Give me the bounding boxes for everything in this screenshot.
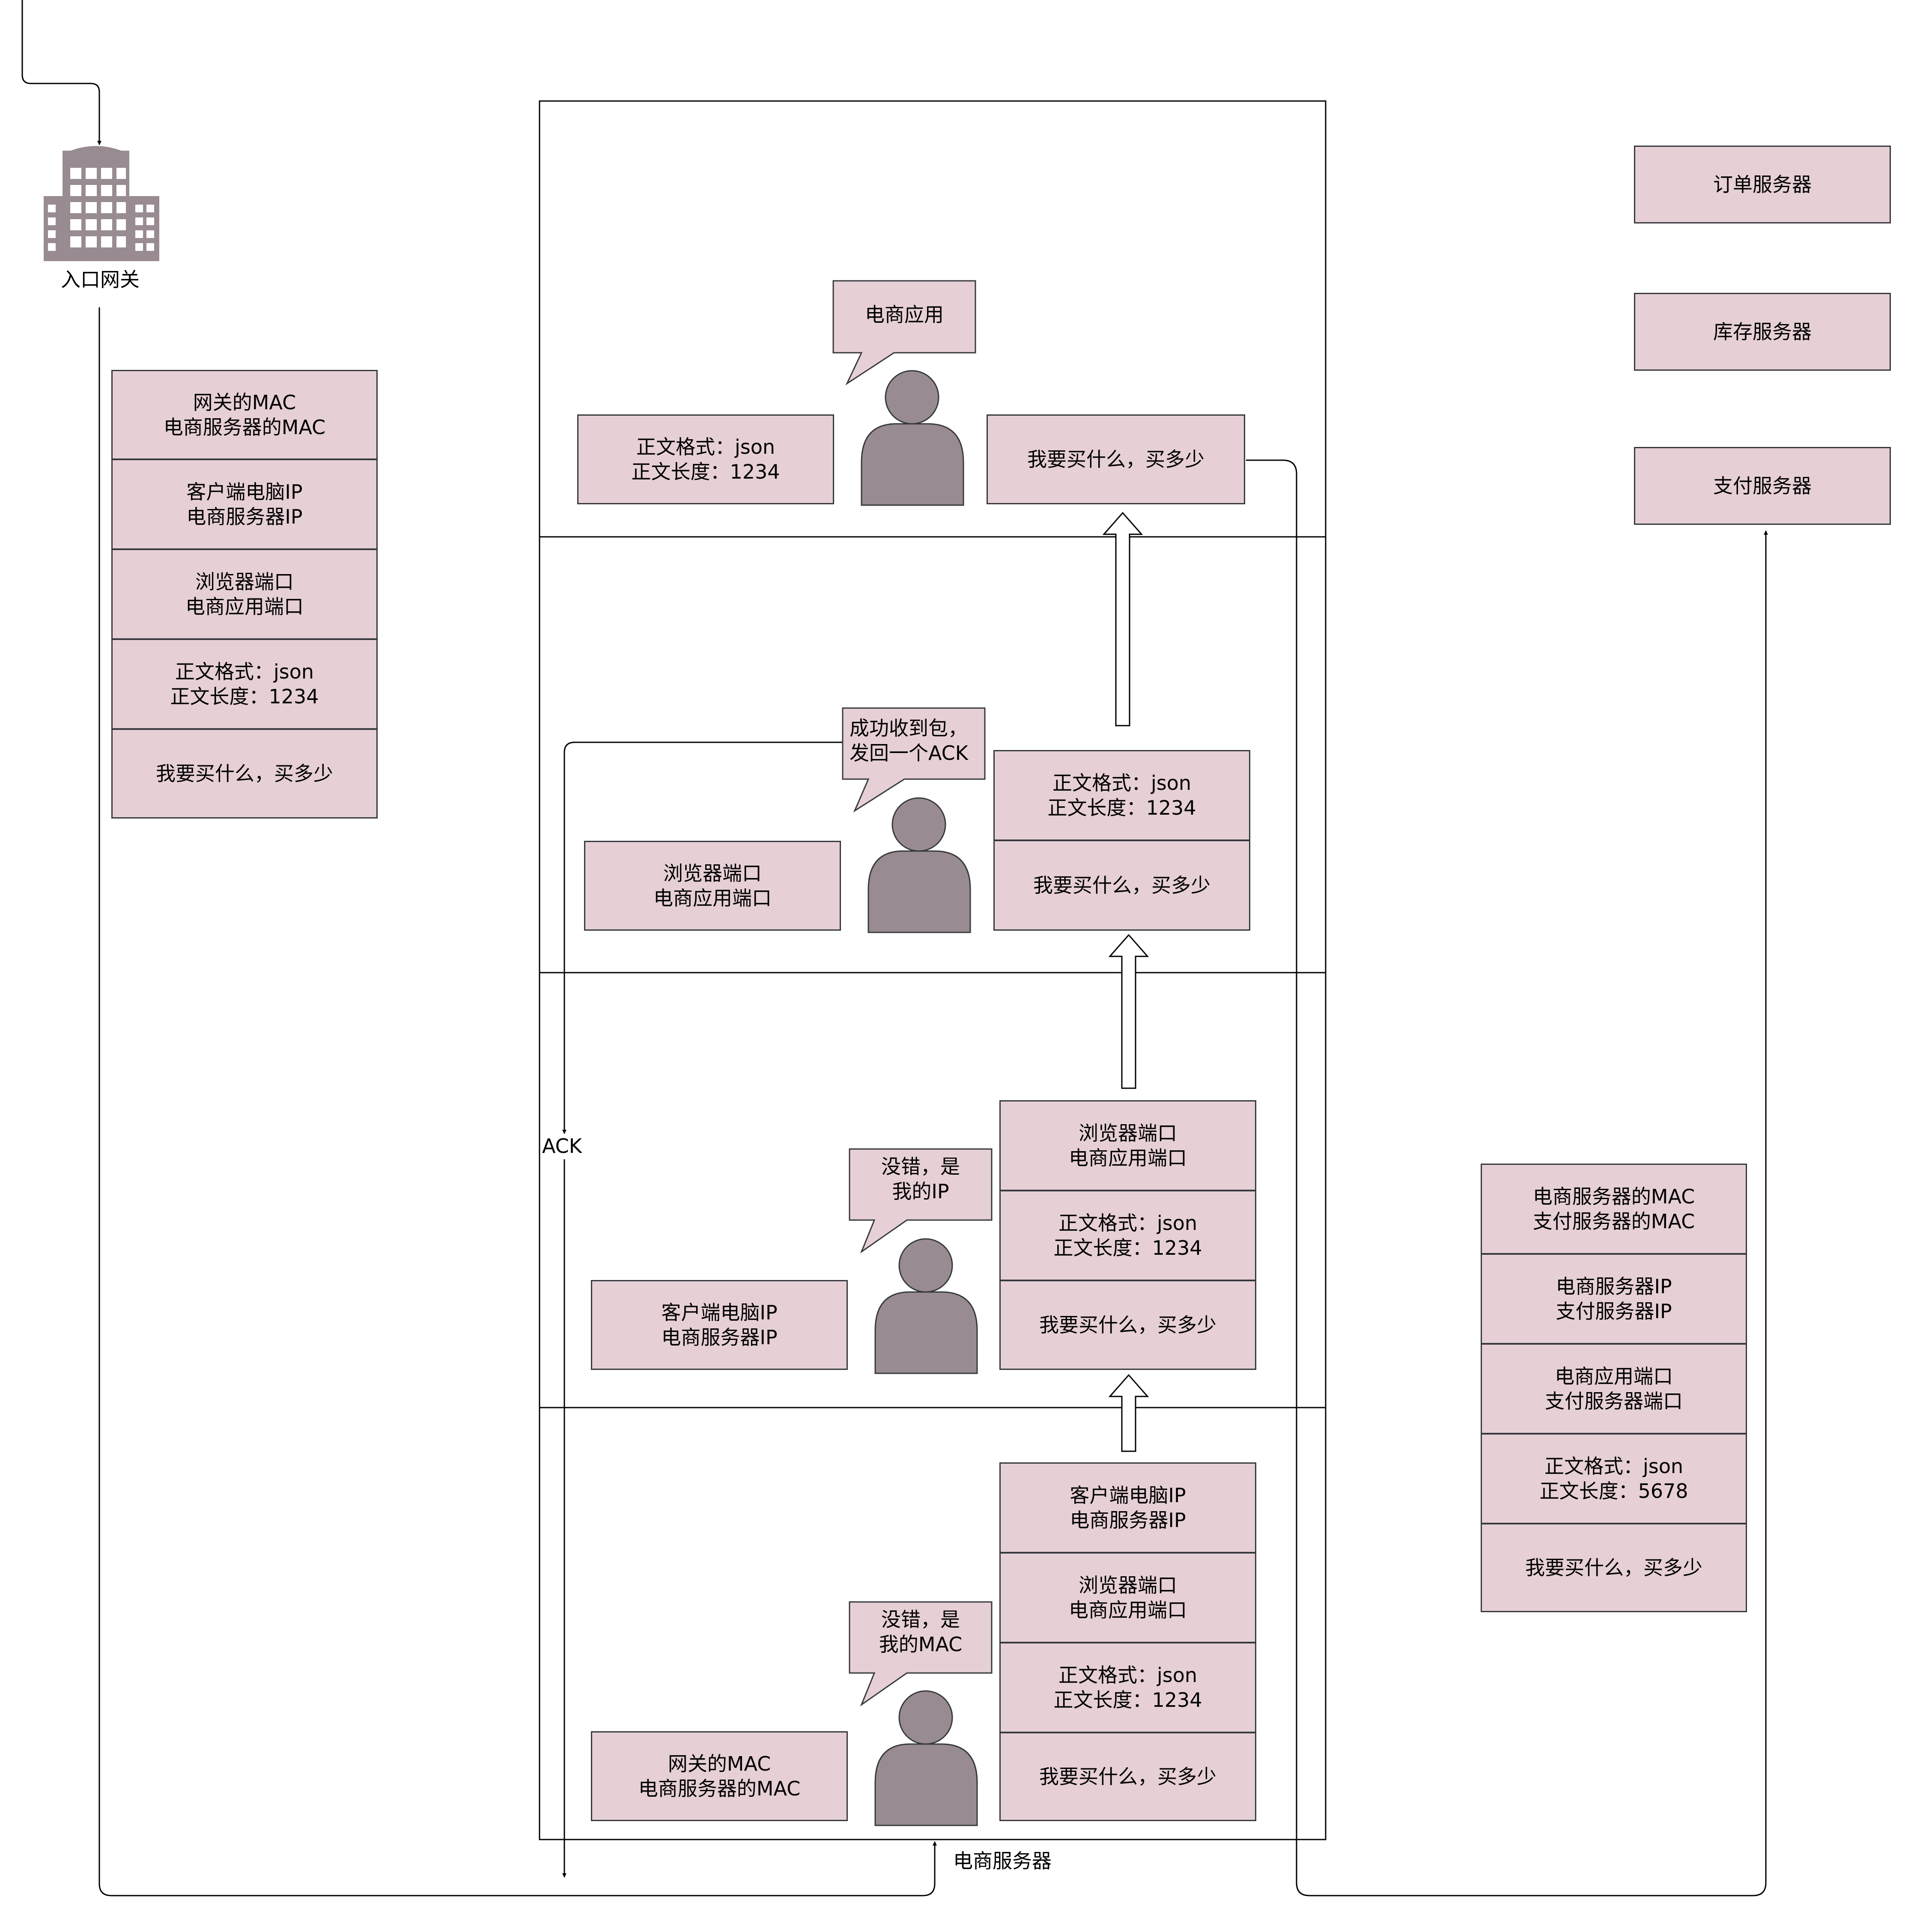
person-icon-transport xyxy=(868,797,971,933)
link-payload-ip: 客户端电脑IP 电商服务器IP xyxy=(999,1462,1256,1553)
ack-label: ACK xyxy=(542,1134,582,1158)
speech-bubble-network xyxy=(849,1148,993,1254)
client-packet-format: 正文格式：json 正文长度：1234 xyxy=(111,639,378,729)
outgoing-packet-format: 正文格式：json 正文长度：5678 xyxy=(1481,1433,1747,1524)
building-windows xyxy=(48,168,154,251)
up-arrow-transport-to-app xyxy=(1102,512,1143,726)
ack-connector-top xyxy=(562,741,843,1134)
server-frame xyxy=(539,100,1327,1840)
up-arrow-network-to-transport xyxy=(1108,934,1149,1089)
transport-payload-body: 我要买什么，买多少 xyxy=(993,840,1250,931)
client-packet-mac: 网关的MAC 电商服务器的MAC xyxy=(111,370,378,460)
person-icon-link xyxy=(874,1690,978,1826)
client-packet-body: 我要买什么，买多少 xyxy=(111,729,378,819)
person-icon-app xyxy=(861,370,964,506)
outgoing-packet-ip: 电商服务器IP 支付服务器IP xyxy=(1481,1253,1747,1344)
app-bubble-text: 电商应用 xyxy=(865,303,944,326)
client-packet-ip: 客户端电脑IP 电商服务器IP xyxy=(111,459,378,550)
link-header: 网关的MAC 电商服务器的MAC xyxy=(591,1731,848,1821)
speech-bubble-transport xyxy=(842,707,986,813)
incoming-connector xyxy=(21,0,101,145)
app-to-payment-connector xyxy=(1246,459,1768,1896)
gateway-label: 入口网关 xyxy=(61,268,140,291)
app-body: 我要买什么，买多少 xyxy=(987,414,1245,504)
link-bubble-text: 没错，是 我的MAC xyxy=(879,1608,963,1656)
gateway-to-server-connector xyxy=(98,307,937,1896)
network-payload-port: 浏览器端口 电商应用端口 xyxy=(999,1100,1256,1191)
link-payload-format: 正文格式：json 正文长度：1234 xyxy=(999,1642,1256,1733)
link-payload-body: 我要买什么，买多少 xyxy=(999,1732,1256,1821)
speech-bubble-link xyxy=(849,1601,993,1707)
network-payload-format: 正文格式：json 正文长度：1234 xyxy=(999,1190,1256,1281)
speech-bubble-app xyxy=(832,280,976,386)
network-bubble-text: 没错，是 我的IP xyxy=(881,1155,960,1203)
up-arrow-link-to-network xyxy=(1108,1374,1149,1452)
link-payload-port: 浏览器端口 电商应用端口 xyxy=(999,1552,1256,1643)
order-server: 订单服务器 xyxy=(1634,146,1891,223)
outgoing-packet-body: 我要买什么，买多少 xyxy=(1481,1523,1747,1612)
person-icon-network xyxy=(874,1238,978,1374)
outgoing-packet-mac: 电商服务器的MAC 支付服务器的MAC xyxy=(1481,1164,1747,1254)
server-label: 电商服务器 xyxy=(953,1849,1052,1872)
transport-header: 浏览器端口 电商应用端口 xyxy=(584,841,841,931)
payment-server: 支付服务器 xyxy=(1634,447,1891,525)
network-payload-body: 我要买什么，买多少 xyxy=(999,1280,1256,1370)
app-header: 正文格式：json 正文长度：1234 xyxy=(577,414,834,504)
network-header: 客户端电脑IP 电商服务器IP xyxy=(591,1280,848,1370)
transport-payload-format: 正文格式：json 正文长度：1234 xyxy=(993,750,1250,841)
inventory-server: 库存服务器 xyxy=(1634,293,1891,371)
outgoing-packet-port: 电商应用端口 支付服务器端口 xyxy=(1481,1343,1747,1434)
client-packet-port: 浏览器端口 电商应用端口 xyxy=(111,549,378,640)
transport-bubble-text: 成功收到包， 发回一个ACK xyxy=(850,717,968,765)
